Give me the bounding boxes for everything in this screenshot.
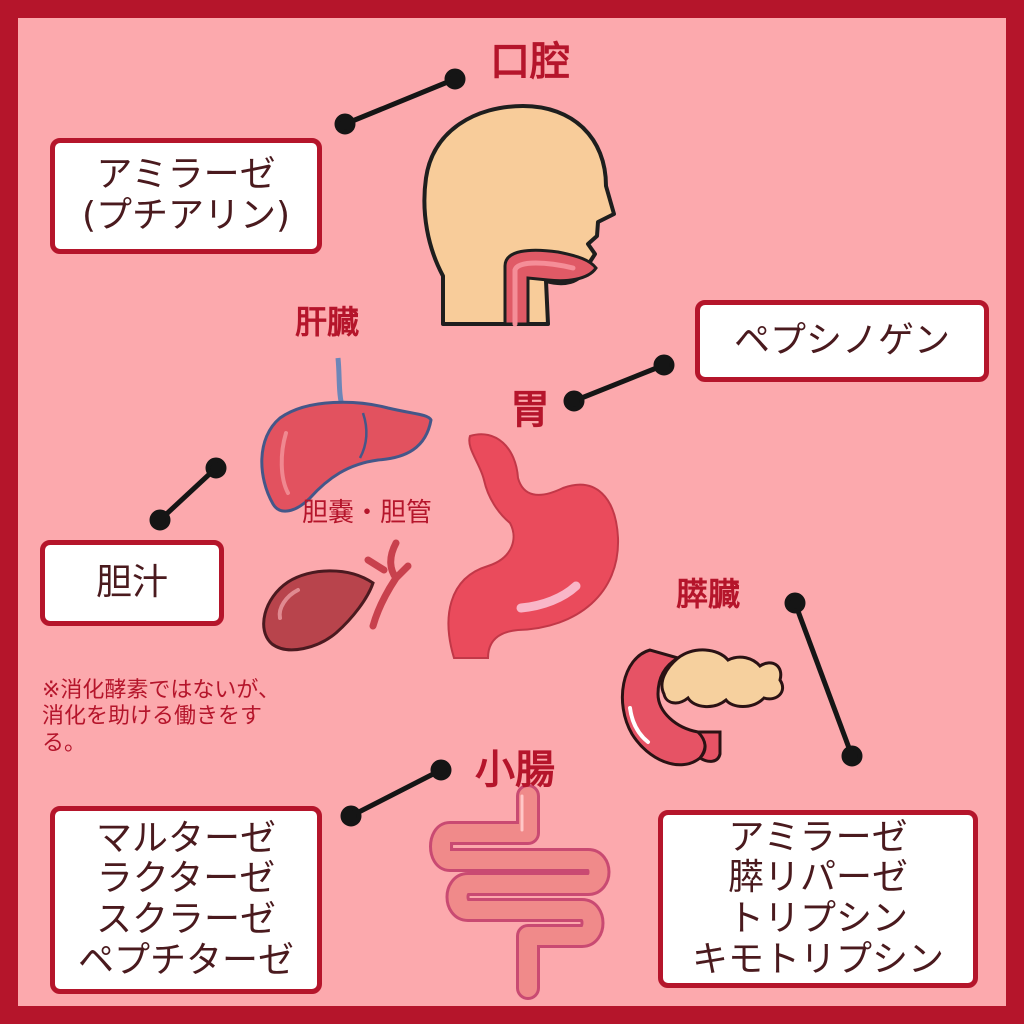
illustration-layer xyxy=(149,68,863,1000)
bile-box: 胆汁 xyxy=(40,540,224,626)
enzyme-pancreatic-amylase: アミラーゼ xyxy=(728,816,908,858)
stomach-title: 胃 xyxy=(510,387,550,433)
liver-illustration xyxy=(260,357,433,513)
mouth-enzyme-box: アミラーゼ (プチアリン) xyxy=(50,138,322,254)
enzyme-sucrase: スクラーゼ xyxy=(95,899,276,940)
enzyme-lactase: ラクターゼ xyxy=(96,858,276,900)
stomach-enzyme-box: ペプシノゲン xyxy=(695,300,989,382)
enzyme-pancreatic-lipase: 膵リパーゼ xyxy=(727,857,908,899)
stomach-illustration xyxy=(447,433,620,659)
pancreas-title: 膵臓 xyxy=(676,575,741,613)
bile-note-line-3: る。 xyxy=(42,730,87,756)
bile-note: ※消化酵素ではないが、 消化を助ける働きをす る。 xyxy=(42,678,280,757)
enzyme-amylase: アミラーゼ xyxy=(96,154,276,196)
bile-note-line-2: 消化を助ける働きをす xyxy=(42,704,263,730)
pancreas-enzyme-box: アミラーゼ 膵リパーゼ トリプシン キモトリプシン xyxy=(658,810,978,988)
diagram-canvas: 口腔 肝臓 胃 膵臓 小腸 胆嚢・胆管 アミラーゼ (プチアリン) ペプシノゲン… xyxy=(18,18,1006,1006)
liver-connector xyxy=(149,457,227,531)
mouth-connector xyxy=(334,68,466,135)
small-intestine-connector xyxy=(340,759,452,827)
pancreas-illustration xyxy=(620,648,785,767)
connectors xyxy=(149,68,863,827)
mouth-title: 口腔 xyxy=(490,39,570,85)
small-intestine-enzyme-box: マルターゼ ラクターゼ スクラーゼ ペプチターゼ xyxy=(50,806,322,994)
gallbladder-label: 胆嚢・胆管 xyxy=(302,498,433,528)
enzyme-trypsin: トリプシン xyxy=(727,898,908,939)
head-illustration xyxy=(422,104,616,327)
bile-label: 胆汁 xyxy=(95,561,168,603)
small-intestine-title: 小腸 xyxy=(475,747,555,793)
pancreas-connector xyxy=(784,592,863,767)
enzyme-chymotrypsin: キモトリプシン xyxy=(691,938,944,980)
stomach-connector xyxy=(563,354,675,412)
liver-title: 肝臓 xyxy=(295,303,360,341)
enzyme-pepsinogen: ペプシノゲン xyxy=(733,319,950,361)
enzyme-ptyalin: (プチアリン) xyxy=(81,195,291,236)
enzyme-peptidase: ペプチターゼ xyxy=(77,939,294,981)
gallbladder-illustration xyxy=(262,539,412,652)
enzyme-maltase: マルターゼ xyxy=(95,817,276,859)
small-intestine-illustration xyxy=(429,784,611,1000)
bile-note-line-1: ※消化酵素ではないが、 xyxy=(42,678,280,703)
